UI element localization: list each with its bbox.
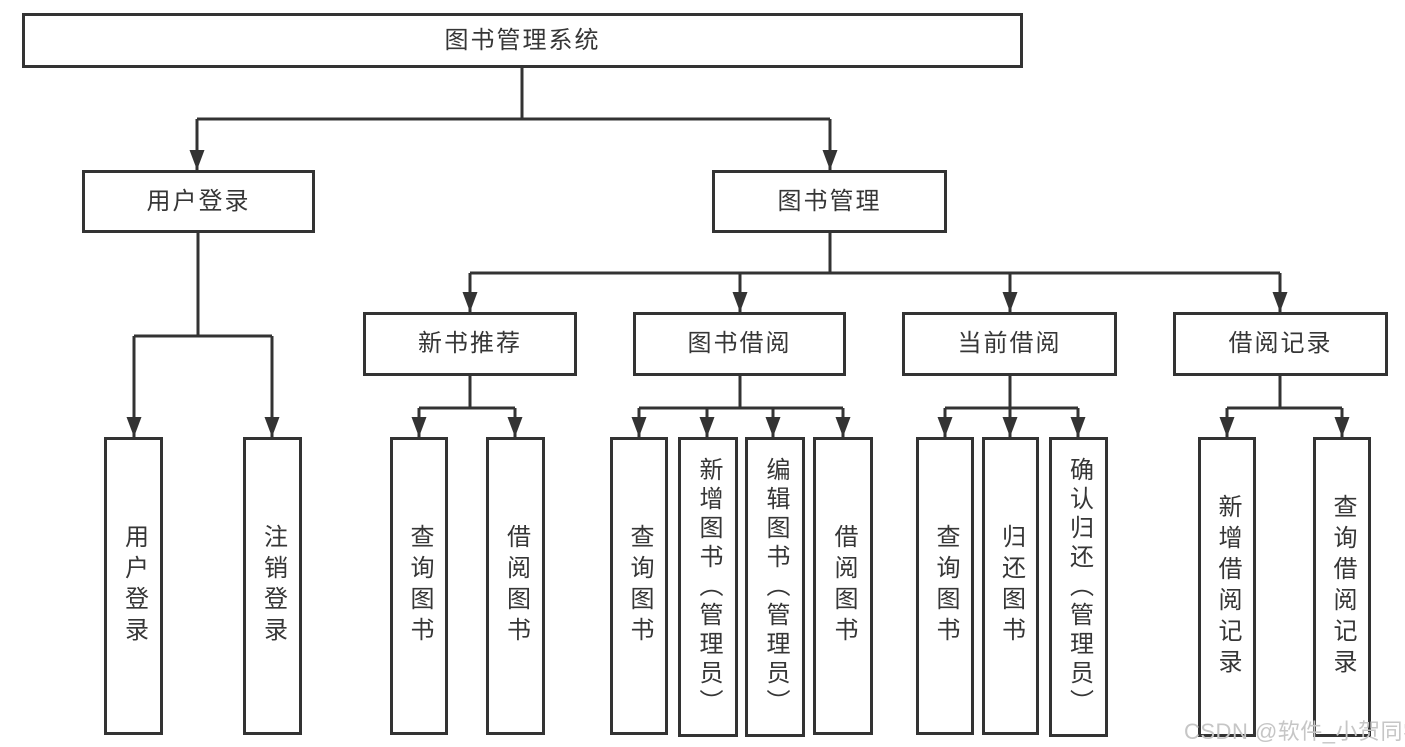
leaf-add-books-admin: 新增图书（管理员） <box>678 437 738 737</box>
arrowhead <box>1070 417 1086 437</box>
leaf-borrow-books-recommend: 借阅图书 <box>486 437 545 735</box>
arrowhead <box>462 292 478 312</box>
node-library-management-system: 图书管理系统 <box>22 13 1023 68</box>
arrowhead <box>507 417 523 437</box>
arrowhead <box>1219 417 1235 437</box>
arrowhead <box>1002 292 1018 312</box>
arrowhead <box>264 417 280 437</box>
leaf-add-borrow-record: 新增借阅记录 <box>1198 437 1256 737</box>
arrowhead <box>835 417 851 437</box>
node-borrowing-records: 借阅记录 <box>1173 312 1388 376</box>
node-new-book-recommendation: 新书推荐 <box>363 312 577 376</box>
leaf-logout: 注销登录 <box>243 437 302 735</box>
leaf-query-books-current: 查询图书 <box>916 437 974 735</box>
leaf-query-borrow-record: 查询借阅记录 <box>1313 437 1371 737</box>
leaf-borrow-books-borrowing: 借阅图书 <box>813 437 873 735</box>
arrowhead <box>1334 417 1350 437</box>
arrowhead <box>822 150 838 170</box>
leaf-query-books-recommend: 查询图书 <box>390 437 448 735</box>
leaf-query-books-borrowing: 查询图书 <box>610 437 668 735</box>
node-user-login: 用户登录 <box>82 170 315 233</box>
tree-edges <box>132 68 1344 437</box>
leaf-confirm-return-admin: 确认归还（管理员） <box>1049 437 1108 737</box>
arrowhead <box>631 417 647 437</box>
arrowhead <box>189 150 205 170</box>
arrowhead <box>1002 417 1018 437</box>
arrowhead <box>699 417 715 437</box>
leaf-edit-books-admin: 编辑图书（管理员） <box>745 437 805 737</box>
arrowhead <box>411 417 427 437</box>
node-current-borrowing: 当前借阅 <box>902 312 1117 376</box>
leaf-return-books: 归还图书 <box>982 437 1039 735</box>
arrowhead <box>126 417 142 437</box>
arrowhead <box>765 417 781 437</box>
leaf-user-login: 用户登录 <box>104 437 163 735</box>
node-book-borrowing: 图书借阅 <box>633 312 846 376</box>
node-book-management: 图书管理 <box>712 170 947 233</box>
arrowheads <box>126 150 1350 437</box>
arrowhead <box>732 292 748 312</box>
arrowhead <box>937 417 953 437</box>
csdn-watermark: CSDN @软件_小贺同学 <box>1184 719 1405 744</box>
arrowhead <box>1272 292 1288 312</box>
